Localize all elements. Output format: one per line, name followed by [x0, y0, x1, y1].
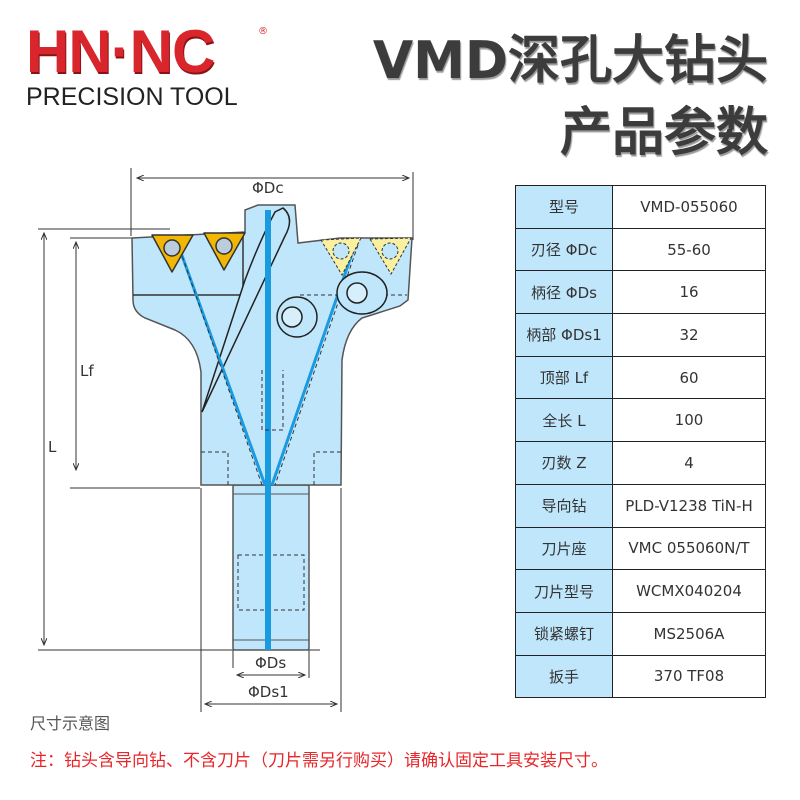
- spec-value: 32: [612, 313, 766, 357]
- spec-value: 55-60: [612, 227, 766, 272]
- spec-label: 顶部 Lf: [515, 355, 613, 400]
- lf-label: Lf: [80, 362, 94, 380]
- spec-label: 刀片型号: [515, 569, 613, 613]
- spec-value: VMD-055060: [612, 185, 766, 229]
- spec-value: 16: [612, 270, 766, 315]
- spec-value: 4: [612, 441, 766, 485]
- brand-tagline: PRECISION TOOL: [26, 83, 238, 111]
- spec-label: 锁紧螺钉: [515, 611, 613, 656]
- spec-label: 导向钻: [515, 483, 613, 528]
- insert-pale-icons: [320, 237, 412, 277]
- dc-label: ΦDc: [252, 179, 284, 197]
- spec-value: 370 TF08: [612, 654, 766, 699]
- note-text: 注：钻头含导向钻、不含刀片（刀片需另行购买）请确认固定工具安装尺寸。: [30, 751, 608, 771]
- spec-value: PLD-V1238 TiN-H: [612, 483, 766, 528]
- spec-value: VMC 055060N/T: [612, 526, 766, 571]
- spec-label: 柄部 ΦDs1: [515, 313, 613, 357]
- spec-value: MS2506A: [612, 611, 766, 656]
- spec-label: 全长 L: [515, 398, 613, 443]
- page-subtitle: 产品参数: [559, 103, 768, 163]
- ds1-label: ΦDs1: [248, 683, 289, 701]
- spec-value: WCMX040204: [612, 569, 766, 613]
- spec-label: 刃数 Z: [515, 441, 613, 485]
- spec-label: 刀片座: [515, 526, 613, 571]
- diagram-caption: 尺寸示意图: [30, 714, 111, 733]
- brand-name: HN·NC: [26, 18, 215, 85]
- brand-logo: HN·NC ® PRECISION TOOL: [26, 18, 268, 112]
- spec-value: 60: [612, 355, 766, 400]
- page-title: VMD深孔大钻头: [372, 31, 768, 91]
- spec-value: 100: [612, 398, 766, 443]
- ds-label: ΦDs: [255, 654, 286, 672]
- l-label: L: [48, 438, 57, 456]
- spec-label: 柄径 ΦDs: [515, 270, 613, 315]
- registered-mark: ®: [258, 26, 268, 37]
- insert-gold-icons: [151, 232, 246, 273]
- spec-label: 型号: [515, 185, 613, 229]
- spec-label: 刃径 ΦDc: [515, 227, 613, 272]
- spec-label: 扳手: [515, 654, 613, 699]
